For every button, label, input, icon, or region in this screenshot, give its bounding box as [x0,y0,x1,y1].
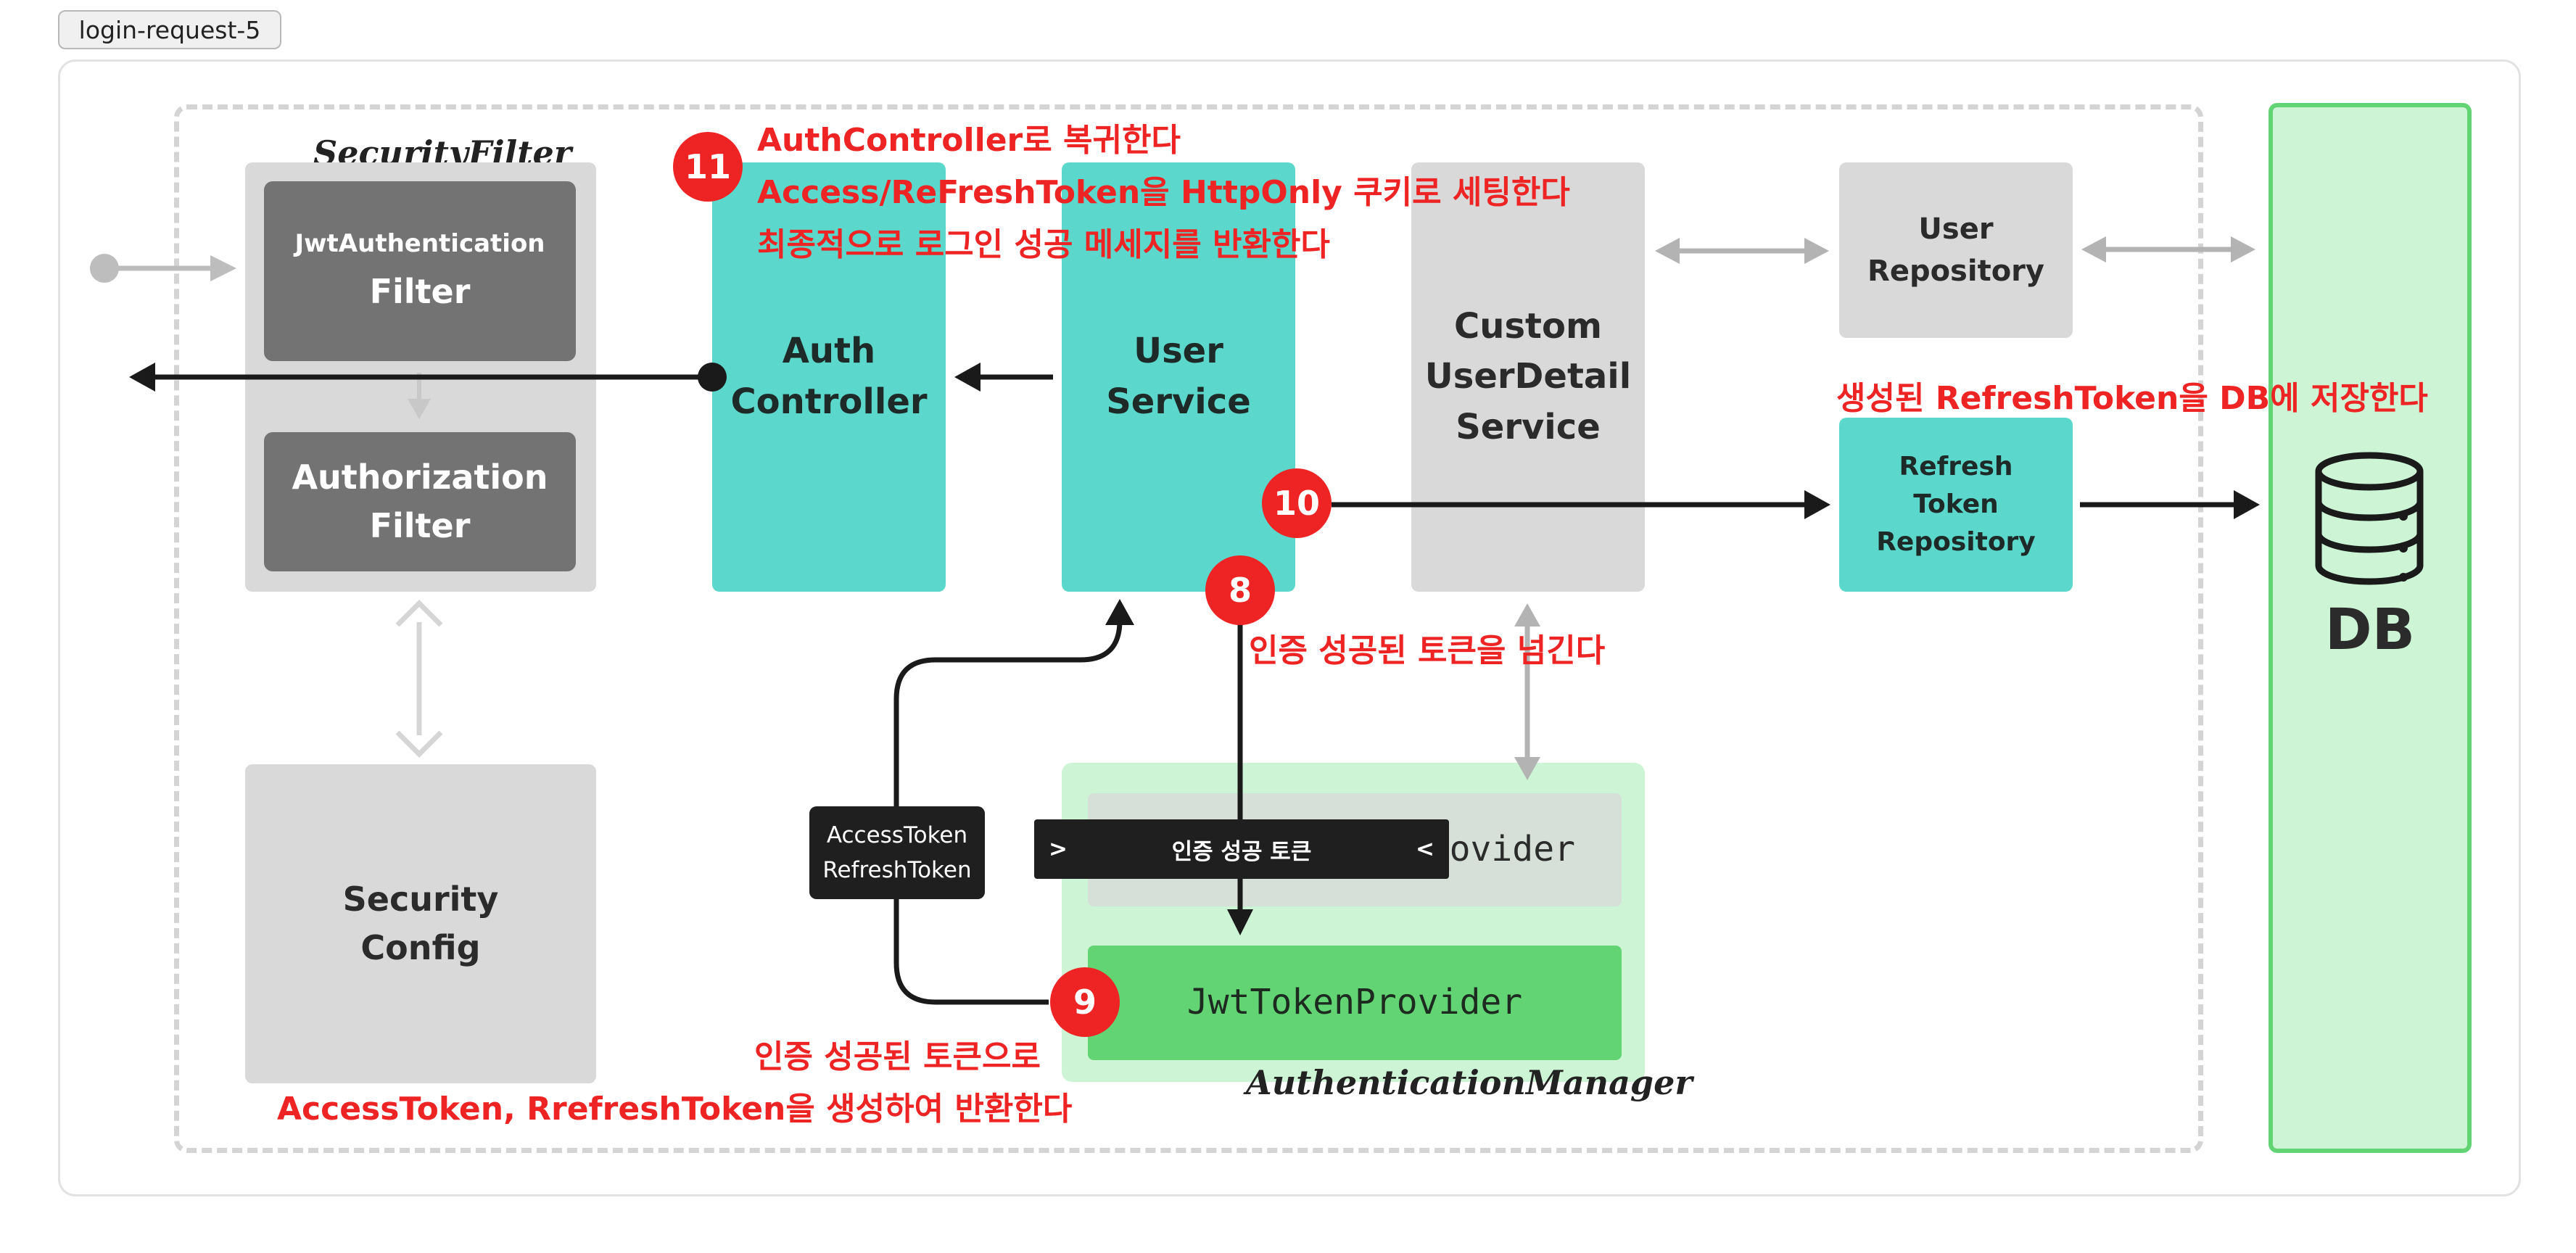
user-repo-db-arrow [2081,236,2255,262]
database-icon [2308,450,2431,587]
user-repository-line2: Repository [1867,255,2044,288]
response-return-arrow [129,363,727,392]
banner-text: 인증 성공 토큰 [1171,838,1312,865]
application-boundary [174,104,2203,1153]
refresh-token-repository[interactable]: Refresh Token Repository [1839,418,2073,592]
token-return-arrow [893,599,1134,1005]
auth-controller-line2: Controller [730,381,928,422]
token-pair-label: AccessToken RefreshToken [809,806,985,899]
step-10-text: 생성된 RefreshToken을 DB에 저장한다 [1836,380,2428,417]
jwt-token-provider[interactable]: JwtTokenProvider [1088,946,1622,1060]
diagram-tab-label[interactable]: login-request-5 [58,10,281,49]
authentication-manager-group-title: AuthenticationManager [1246,1063,1693,1102]
user-service-line2: Service [1106,381,1251,422]
jwt-filter-line1: JwtAuthentication [294,229,545,258]
user-service[interactable]: User Service [1062,162,1295,592]
user-service-line1: User [1134,331,1223,372]
filter-chain-arrow [408,373,431,419]
step-11-text-line2: Access/ReFreshToken을 HttpOnly 쿠키로 세팅한다 [757,174,1570,211]
uds-provider-link-arrow [1514,603,1540,780]
provider-label: rovider [1428,829,1575,870]
step-11-text-line1: AuthController로 복귀한다 [757,122,1181,159]
token-pair-line1: AccessToken [826,822,968,848]
custom-uds-line1: Custom [1454,305,1602,347]
jwt-authentication-filter[interactable]: JwtAuthentication Filter [264,181,576,361]
step-9-text-line1: 인증 성공된 토큰으로 [754,1038,1041,1075]
service-to-controller-arrow [954,363,1053,392]
db-column [2269,103,2472,1153]
jwt-filter-line2: Filter [369,272,471,311]
auth-token-pass-arrow [1227,624,1253,935]
refresh-repo-line1: Refresh [1899,451,2013,481]
auth-success-token-banner: > 인증 성공 토큰 < [1034,819,1449,879]
db-label: DB [2324,597,2416,663]
config-link-arrow [395,600,443,758]
auth-controller[interactable]: Auth Controller [712,162,946,592]
step-9-text-line2: AccessToken, RrefreshToken을 생성하여 반환한다 [277,1091,1073,1128]
refresh-repo-line2: Token [1913,489,1999,519]
step-8-text: 인증 성공된 토큰을 넘긴다 [1249,632,1606,669]
refresh-repo-db-arrow [2080,490,2260,519]
banner-left-marker: > [1049,836,1068,862]
token-pair-line2: RefreshToken [822,857,972,883]
step-badge-8: 8 [1205,555,1275,625]
banner-right-marker: < [1416,836,1434,862]
step-badge-11: 11 [673,132,743,202]
auth-controller-line1: Auth [782,331,876,372]
refresh-repo-line3: Repository [1876,527,2036,558]
security-config[interactable]: Security Config [245,764,596,1083]
custom-uds-line2: UserDetail [1424,356,1632,397]
user-repository[interactable]: User Repository [1839,162,2073,338]
save-refresh-token-arrow [1332,490,1830,519]
user-repository-line1: User [1918,212,1994,246]
custom-user-detail-service[interactable]: Custom UserDetail Service [1411,162,1645,592]
step-badge-9: 9 [1050,967,1120,1037]
request-entry-arrow [90,254,236,283]
authorization-filter[interactable]: Authorization Filter [264,432,576,571]
custom-uds-line3: Service [1456,406,1601,447]
jwt-token-provider-label: JwtTokenProvider [1186,982,1523,1023]
authorization-filter-line2: Filter [369,506,471,545]
security-config-line2: Config [360,928,481,967]
uds-user-repo-arrow [1655,238,1829,264]
step-11-text-line3: 최종적으로 로그인 성공 메세지를 반환한다 [757,226,1330,263]
security-config-line1: Security [342,880,499,919]
step-badge-10: 10 [1262,468,1332,538]
authorization-filter-line1: Authorization [292,458,548,497]
